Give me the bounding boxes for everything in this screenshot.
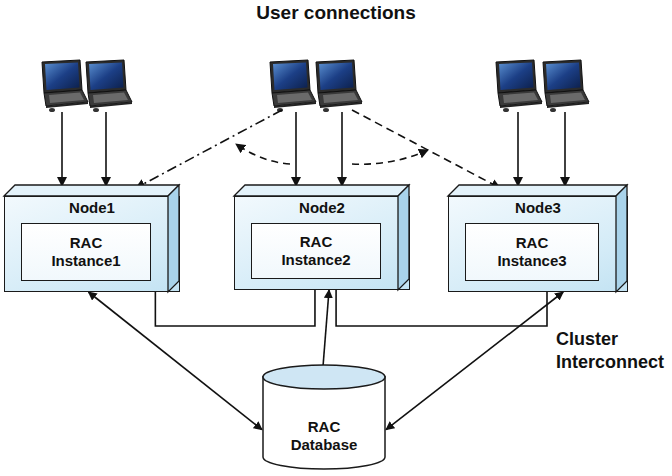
- storage-link: [386, 292, 563, 430]
- server-node: Node2RAC Instance2: [234, 196, 410, 290]
- storage-link: [88, 292, 262, 430]
- storage-link: [322, 290, 330, 385]
- instance-box: RAC Instance1: [21, 223, 151, 281]
- interconnect-line: [155, 290, 315, 326]
- cylinder-shape: [262, 364, 386, 470]
- node-name: Node2: [235, 199, 409, 217]
- box-label: RAC Instance1: [44, 234, 128, 270]
- box-label: RAC Instance2: [274, 233, 358, 269]
- instance-box: RAC Instance3: [465, 223, 599, 281]
- box-label: RAC Database: [282, 418, 366, 454]
- box-label: RAC Instance3: [490, 234, 574, 270]
- database-cylinder: RAC Database: [262, 364, 386, 470]
- diagram-title: User connections: [0, 2, 672, 24]
- interconnect-line: [336, 290, 547, 326]
- node-name: Node1: [5, 199, 179, 217]
- user-arrows: [62, 110, 565, 188]
- laptop-icons: [42, 60, 589, 112]
- network-label: Cluster Interconnect: [556, 328, 672, 374]
- server-node: Node1RAC Instance1: [4, 196, 180, 292]
- node-name: Node3: [449, 199, 627, 217]
- server-node: Node3RAC Instance3: [448, 196, 628, 292]
- instance-box: RAC Instance2: [251, 223, 381, 279]
